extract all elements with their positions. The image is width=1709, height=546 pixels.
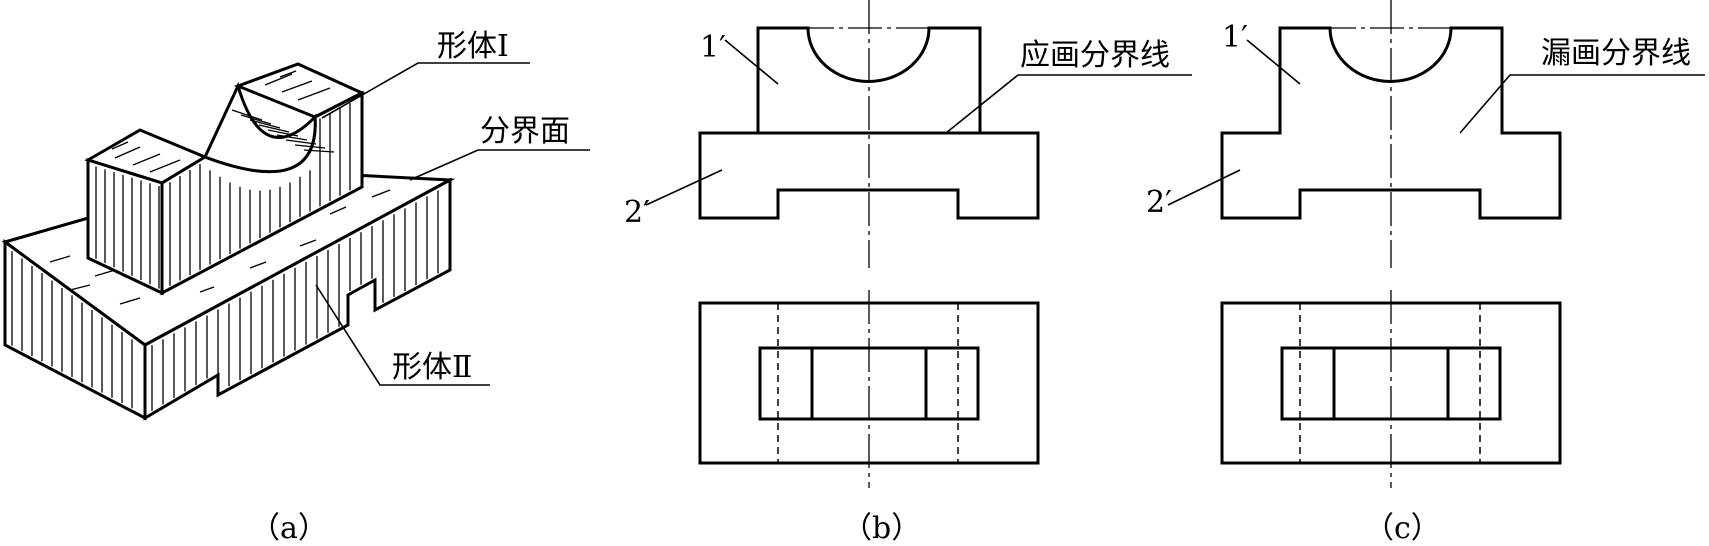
- hatch-line: [49, 255, 71, 263]
- leader-body2: [315, 284, 490, 386]
- hatch-line: [267, 129, 299, 137]
- upper-block: [84, 62, 366, 296]
- base-left-hatch: [11, 251, 133, 409]
- leader-body1: [321, 62, 530, 119]
- panel-a-isometric: 形体Ⅰ 分界面 形体Ⅱ （a）: [1, 29, 590, 546]
- base-front-hatch: [151, 190, 439, 411]
- top-view-b: [698, 290, 1040, 488]
- caption-c: （c）: [1364, 511, 1441, 546]
- hatch-line: [285, 139, 317, 145]
- leader-2-b: [645, 169, 723, 206]
- front-view-b: [698, 0, 1040, 268]
- label-boundary-c: 漏画分界线: [1541, 36, 1691, 71]
- outline-b: [698, 26, 1040, 220]
- hatch-line: [258, 124, 290, 133]
- hatch-line: [371, 189, 391, 198]
- hatch-line: [303, 149, 335, 153]
- caption-a: （a）: [250, 511, 328, 546]
- hatch-line: [94, 269, 116, 277]
- base-left-face: [3, 239, 147, 421]
- base-front-face: [143, 177, 452, 421]
- label-body1: 形体Ⅰ: [437, 29, 509, 64]
- hatch-line: [240, 114, 272, 125]
- leader-interface: [409, 149, 590, 181]
- leader-boundary-b: [945, 74, 1192, 134]
- leader-2-c: [1167, 169, 1241, 206]
- hatch-line: [231, 109, 263, 121]
- leader-1-b: [724, 39, 779, 85]
- label-2-b: 2′: [624, 195, 650, 230]
- upper-left-hatch: [95, 166, 160, 289]
- hatch-line: [329, 206, 347, 215]
- label-interface: 分界面: [480, 114, 570, 149]
- label-2-c: 2′: [1146, 185, 1172, 220]
- upper-top-ticks: [111, 70, 331, 173]
- leader-boundary-c: [1459, 74, 1705, 134]
- hatch-line: [69, 284, 91, 291]
- hatch-line: [249, 261, 267, 269]
- label-1-c: 1′: [1222, 20, 1248, 55]
- hatch-line: [199, 286, 215, 293]
- front-view-c: [1220, 0, 1562, 268]
- label-boundary-b: 应画分界线: [1020, 38, 1170, 73]
- saddle-hatch: [231, 109, 335, 153]
- panel-b-views: 1′ 2′ 应画分界线 （b）: [624, 0, 1192, 546]
- hatch-line: [299, 239, 317, 247]
- hatch-line: [249, 119, 281, 129]
- hatch-line: [119, 297, 141, 305]
- leader-1-c: [1246, 39, 1301, 85]
- upper-left-face: [86, 157, 164, 296]
- label-1-b: 1′: [700, 30, 726, 65]
- label-body2: 形体Ⅱ: [392, 350, 472, 385]
- hatch-line: [276, 134, 308, 141]
- upper-front-hatch: [169, 103, 351, 286]
- outline-c: [1220, 26, 1562, 220]
- hatch-line: [294, 144, 326, 149]
- panel-c-views: 1′ 2′ 漏画分界线 （c）: [1146, 0, 1705, 546]
- caption-b: （b）: [842, 511, 921, 546]
- top-view-c: [1220, 290, 1562, 488]
